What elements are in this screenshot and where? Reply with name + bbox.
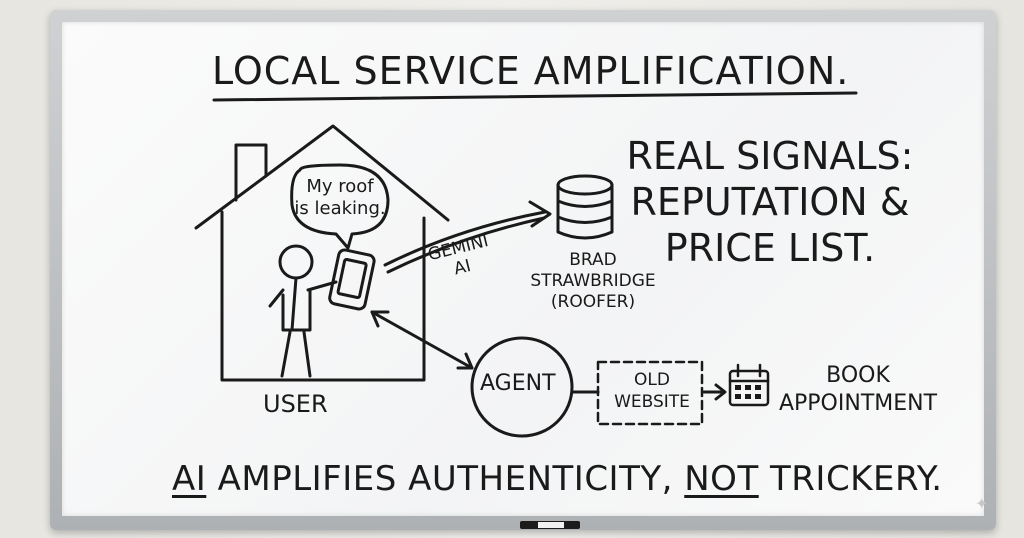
sparkle-icon: ✦ [975,494,988,513]
user-label: USER [263,392,328,416]
tagline-ai: AI [172,459,206,499]
roofer-line-2: STRAWBRIDGE [523,271,663,292]
book-line-1: BOOK [770,362,946,390]
agent-label: AGENT [480,373,556,395]
roofer-line-1: BRAD [523,250,663,271]
old-website-line-2: WEBSITE [603,391,701,413]
smartphone-icon [329,249,376,310]
title-underline [214,93,856,100]
roofer-label: BRAD STRAWBRIDGE (ROOFER) [523,250,663,313]
bubble-line-1: My roof [292,176,388,198]
book-line-2: APPOINTMENT [770,390,946,418]
tagline-end: TRICKERY. [759,459,943,499]
tagline-middle: AMPLIFIES AUTHENTICITY, [206,459,684,499]
roofer-line-3: (ROOFER) [523,292,663,313]
tagline-not: NOT [684,459,758,499]
speech-bubble-text: My roof is leaking. [292,176,388,220]
old-website-line-1: OLD [603,369,701,391]
bubble-line-2: is leaking. [292,198,388,220]
tagline: AI AMPLIFIES AUTHENTICITY, NOT TRICKERY. [172,462,943,496]
stick-figure-icon [270,246,336,376]
marker-label-band [538,522,564,528]
old-website-label: OLD WEBSITE [603,369,701,413]
board-title: LOCAL SERVICE AMPLIFICATION. [212,52,849,90]
signals-line-2: REPUTATION & [590,179,950,225]
book-appointment-label: BOOK APPOINTMENT [770,362,946,418]
signals-line-1: REAL SIGNALS: [590,133,950,179]
agent-double-arrow [372,312,472,368]
